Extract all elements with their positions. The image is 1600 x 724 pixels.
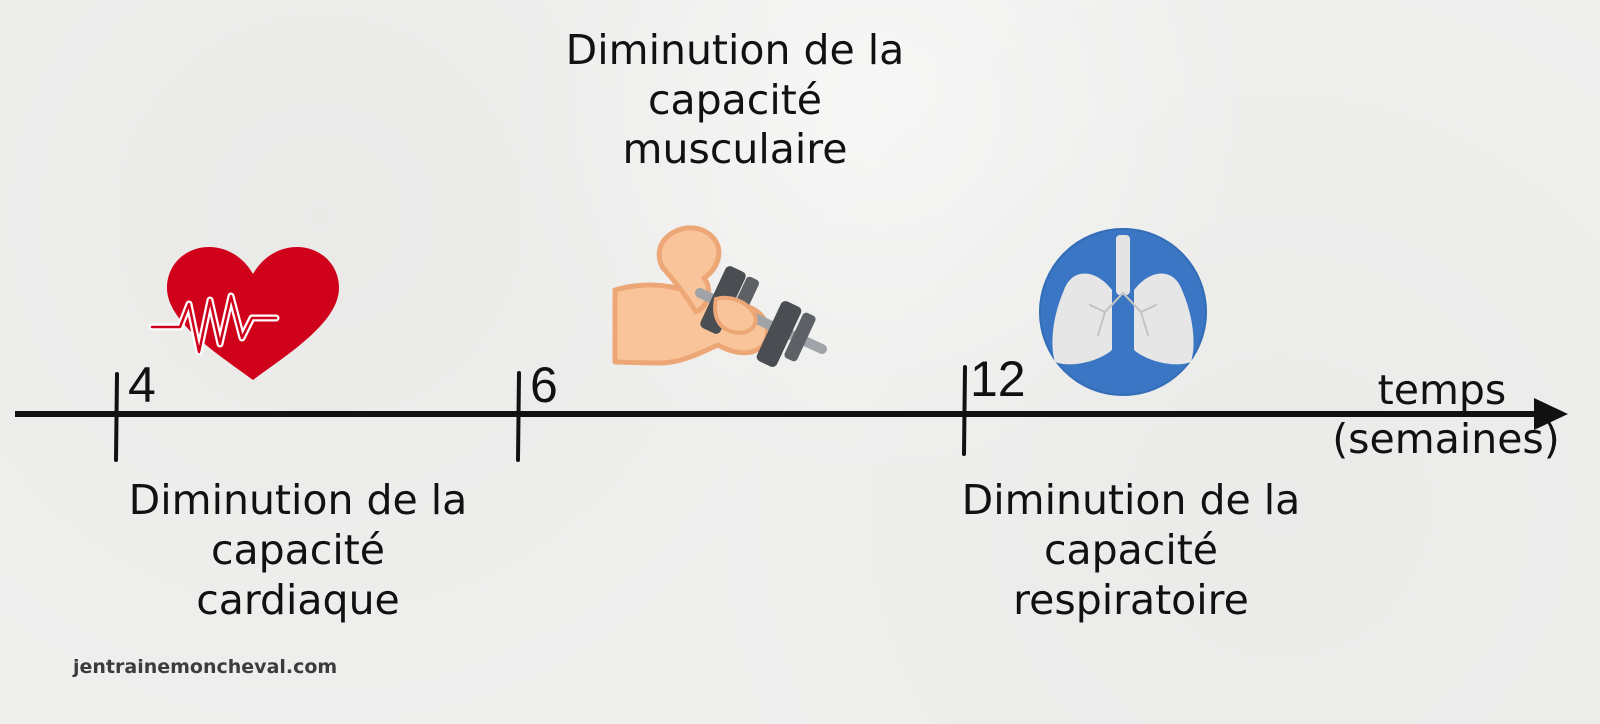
tick-mark-week-12 (962, 365, 967, 456)
caption-line: Diminution de la (962, 476, 1301, 524)
site-credit: jentrainemoncheval.com (72, 656, 337, 678)
axis-label-line1: temps (1378, 366, 1507, 414)
tick-label-week-4: 4 (128, 357, 156, 413)
caption-line: Diminution de la (129, 476, 468, 524)
tick-label-week-12: 12 (970, 351, 1026, 407)
tick-mark-week-6 (516, 371, 521, 462)
tick-label-week-6: 6 (530, 357, 558, 413)
lungs-icon (1039, 228, 1207, 396)
caption-line: musculaire (623, 125, 848, 173)
caption-line: capacité (648, 76, 822, 124)
arm-dumbbell-icon (612, 225, 827, 367)
milestone-respiratoire-caption: Diminution de la capacité respiratoire (962, 476, 1301, 624)
caption-line: capacité (211, 526, 385, 574)
axis-arrow-head (1534, 398, 1568, 430)
caption-line: cardiaque (196, 576, 400, 624)
caption-line: respiratoire (1013, 576, 1249, 624)
heart-pulse-icon (148, 247, 339, 380)
milestone-cardiaque-caption: Diminution de la capacité cardiaque (129, 476, 468, 624)
milestone-musculaire-caption: Diminution de la capacité musculaire (566, 26, 905, 173)
time-axis: temps (semaines) (15, 366, 1568, 463)
axis-label-line2: (semaines) (1332, 415, 1560, 463)
tick-mark-week-4 (114, 372, 119, 462)
caption-line: capacité (1044, 526, 1218, 574)
caption-line: Diminution de la (566, 26, 905, 74)
